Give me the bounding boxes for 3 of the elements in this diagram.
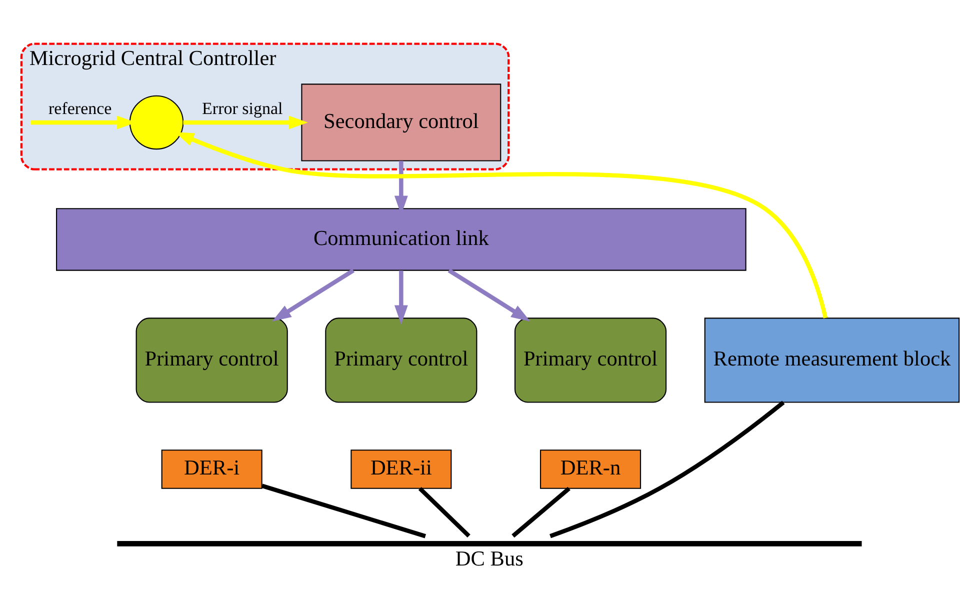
edge-label: reference	[48, 98, 112, 118]
node-label: DC Bus	[455, 546, 524, 570]
edge-label: Error signal	[202, 98, 283, 118]
